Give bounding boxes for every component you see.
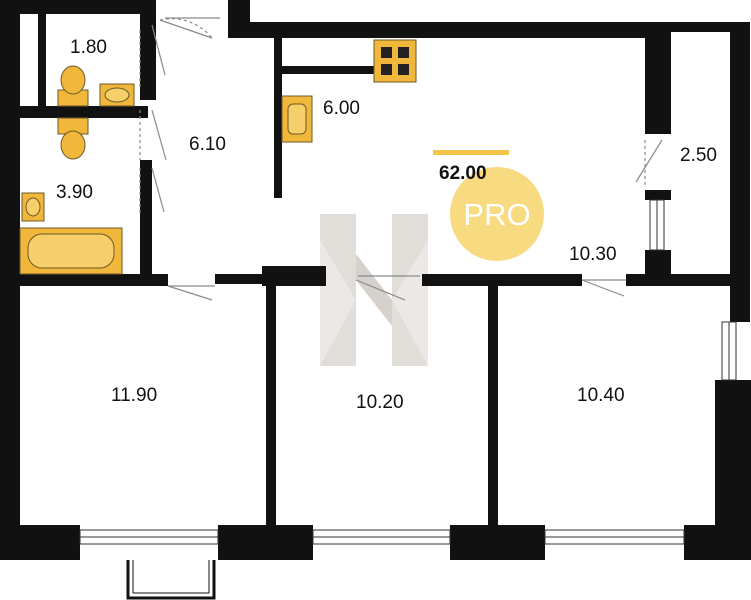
room-area-bathroom: 3.90 [56, 182, 93, 203]
stove-icon [373, 39, 417, 83]
room-area-balcony: 2.50 [680, 145, 717, 166]
sink-icon [281, 95, 313, 143]
pro-badge-text: PRO [463, 197, 530, 232]
toilet-icon [57, 117, 89, 160]
room-area-toilet: 1.80 [70, 37, 107, 58]
door-swing-icon [581, 279, 626, 297]
door-swing-icon [355, 275, 420, 301]
room-area-bedroom-left: 11.90 [111, 385, 157, 406]
bathtub-icon [19, 227, 123, 275]
window-icon [649, 199, 665, 251]
window-icon [544, 529, 685, 545]
windows [79, 199, 737, 545]
door-swing-icon [139, 167, 165, 215]
door-swing-icon [159, 17, 220, 39]
watermark-logo [320, 214, 428, 366]
room-area-bedroom-middle: 10.20 [356, 392, 404, 413]
door-swing-icon [139, 24, 167, 161]
room-area-living: 10.30 [569, 244, 617, 265]
balcony-outline [126, 560, 216, 600]
total-area: 62.00 [439, 163, 487, 184]
sink-icon [21, 192, 45, 222]
room-area-corridor: 6.10 [189, 134, 226, 155]
door-swing-icon [167, 285, 215, 301]
sink-icon [99, 83, 135, 107]
window-icon [721, 321, 737, 381]
window-icon [312, 529, 451, 545]
room-area-bedroom-right: 10.40 [577, 385, 625, 406]
fixtures [19, 39, 417, 275]
window-icon [79, 529, 219, 545]
pro-badge [450, 167, 544, 261]
doors [139, 17, 663, 301]
room-area-kitchen: 6.00 [323, 98, 360, 119]
door-swing-icon [635, 139, 663, 185]
toilet-icon [57, 65, 89, 107]
accent-line [433, 150, 509, 155]
